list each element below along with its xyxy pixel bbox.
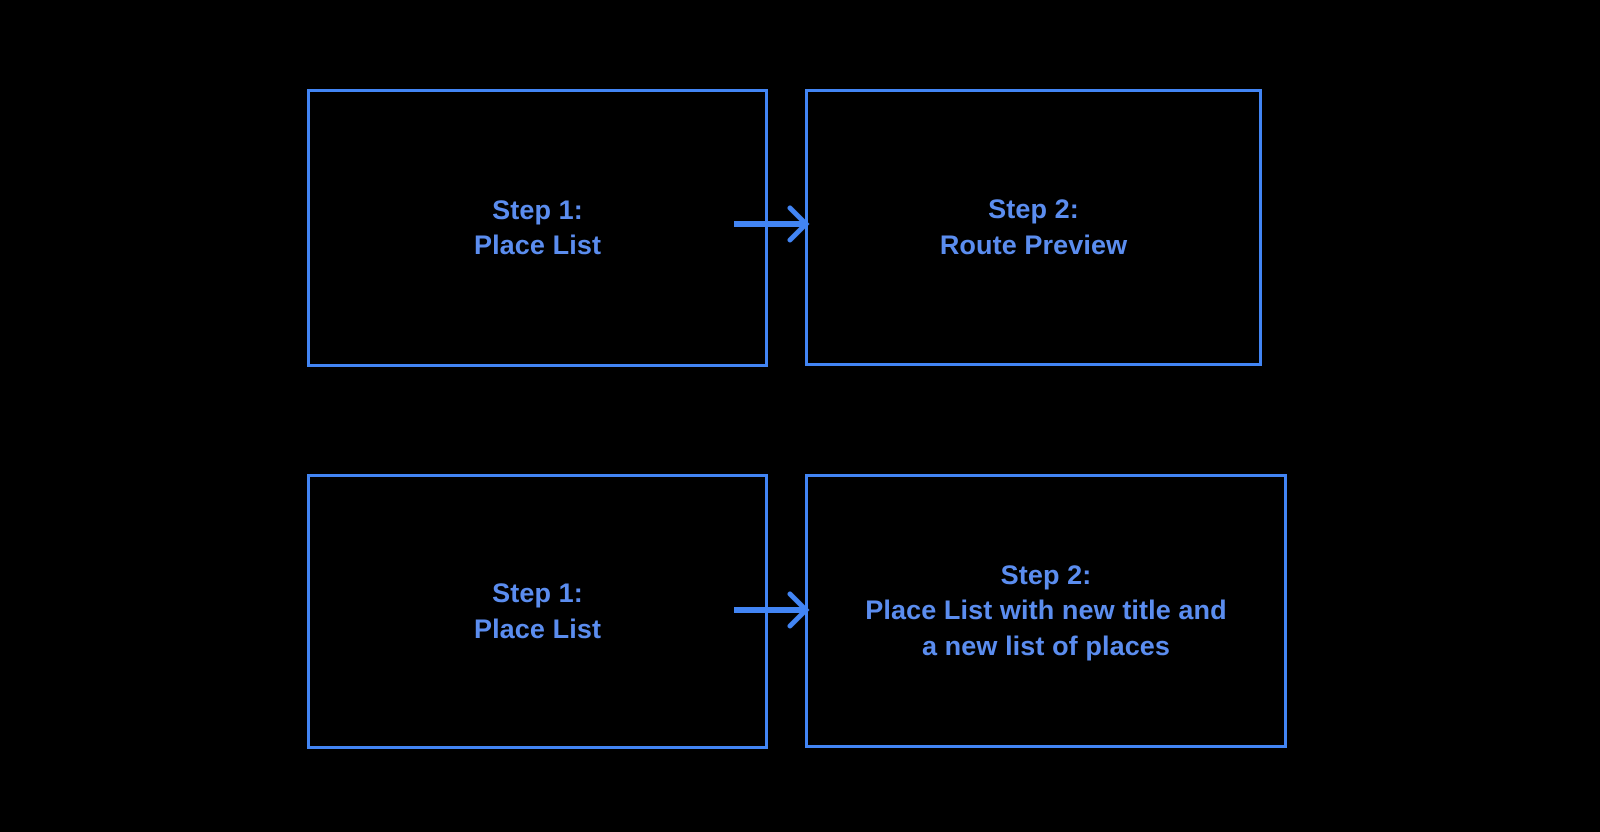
step-box-row2-step2[interactable]: Step 2: Place List with new title and a … (805, 474, 1287, 748)
step-box-row1-step1[interactable]: Step 1: Place List (307, 89, 768, 367)
flow-row-route-preview: Step 1: Place List Step 2: Route Preview (0, 89, 1600, 367)
step-box-row1-step2[interactable]: Step 2: Route Preview (805, 89, 1262, 366)
flow-row-updated-place-list: Step 1: Place List Step 2: Place List wi… (0, 474, 1600, 749)
step-label-row1-step1: Step 1: Place List (473, 194, 602, 260)
step-label-row1-step2: Step 2: Route Preview (939, 194, 1128, 260)
step-box-row2-step1[interactable]: Step 1: Place List (307, 474, 768, 749)
step-label-row2-step2: Step 2: Place List with new title and a … (865, 560, 1227, 661)
step-label-row2-step1: Step 1: Place List (473, 578, 602, 644)
